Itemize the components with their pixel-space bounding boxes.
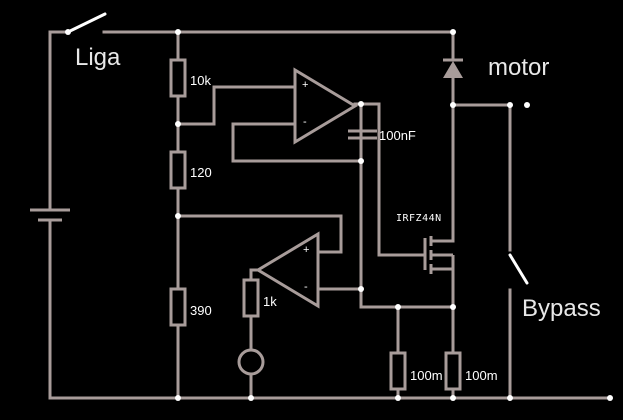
main-rails (48, 30, 612, 400)
battery-symbol (30, 208, 70, 222)
resistor-100m-2 (444, 351, 462, 391)
resistor-120-label: 120 (190, 165, 212, 180)
mosfet-irfz44n (423, 103, 455, 309)
led-indicator (237, 348, 265, 376)
resistor-10k (169, 58, 187, 98)
opamp-2 (176, 159, 363, 400)
resistor-10k-label: 10k (190, 73, 211, 88)
resistor-390 (169, 287, 187, 327)
motor-label: motor (488, 54, 550, 81)
bypass-label: Bypass (522, 295, 601, 322)
resistor-120 (169, 150, 187, 190)
opamp-1-plus: + (302, 79, 309, 91)
liga-label: Liga (75, 44, 121, 71)
junction-dots (175, 29, 613, 401)
resistor-100m-2-label: 100m (465, 368, 498, 383)
resistor-100m-1-label: 100m (410, 368, 443, 383)
resistor-100m-1 (389, 351, 407, 391)
liga-switch (65, 12, 107, 35)
opamp-1-minus: - (303, 116, 307, 128)
resistor-390-label: 390 (190, 303, 212, 318)
sense-resistors (359, 287, 462, 400)
capacitor-100nf (348, 102, 381, 163)
mosfet-label: IRFZ44N (396, 213, 442, 224)
motor-bypass-section (451, 102, 530, 400)
gate-drive (377, 102, 427, 257)
divider-column (169, 30, 187, 400)
resistor-1k-label: 1k (263, 294, 277, 309)
opamp-2-minus: - (304, 281, 308, 293)
opamp-2-plus: + (303, 244, 310, 256)
capacitor-label: 100nF (379, 128, 416, 143)
flyback-diode (443, 30, 463, 107)
resistor-1k (242, 278, 260, 318)
